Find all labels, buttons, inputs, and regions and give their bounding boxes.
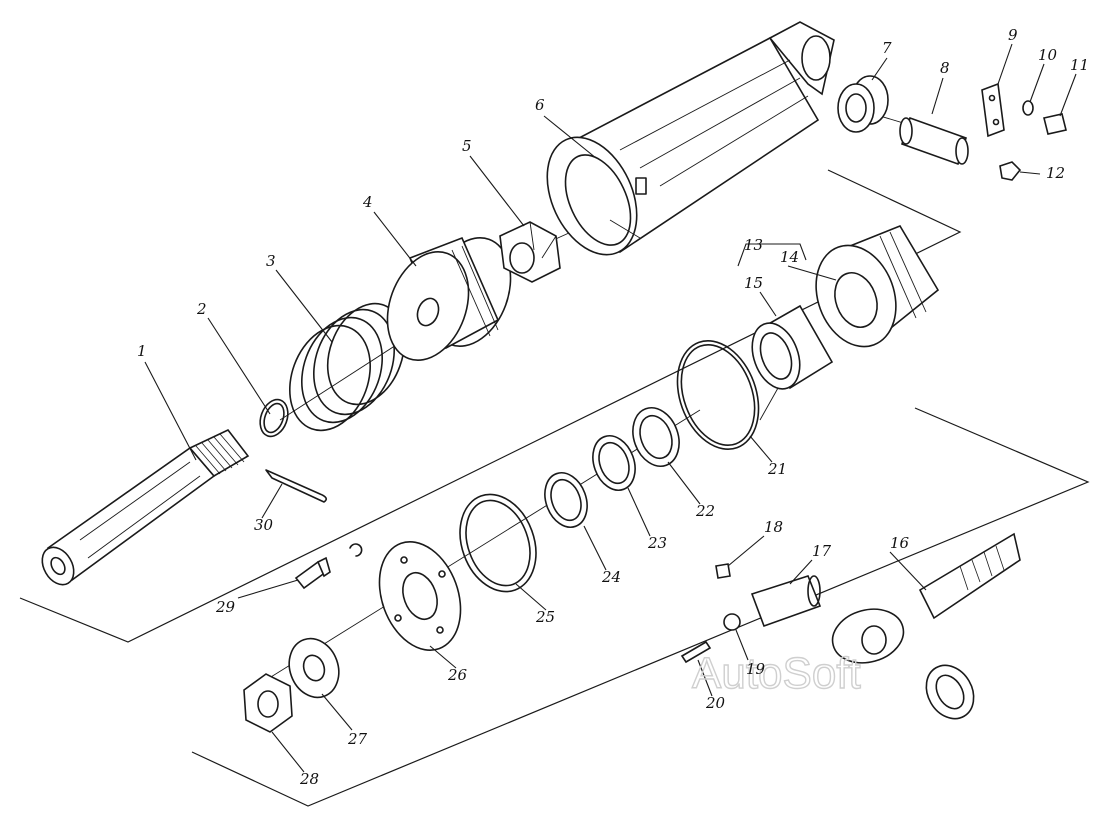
label-30: 30: [254, 516, 274, 534]
label-9: 9: [1008, 26, 1018, 44]
part-number-labels: 1 2 3 4 5 6 7 8 9 10 11 12 13 14 15 16 1…: [137, 26, 1089, 788]
part-11-bolt: [1043, 113, 1067, 135]
label-17: 17: [812, 542, 832, 560]
label-10: 10: [1038, 46, 1058, 64]
part-14-head: [815, 225, 940, 348]
label-8: 8: [940, 59, 950, 77]
part-23-ring: [592, 435, 636, 491]
part-15-bushing: [751, 304, 834, 390]
label-1: 1: [137, 342, 147, 360]
label-15: 15: [744, 274, 763, 292]
label-23: 23: [647, 534, 667, 552]
part-28-nut: [243, 673, 293, 733]
label-11: 11: [1070, 56, 1089, 74]
label-29: 29: [215, 598, 236, 616]
part-6-cylinder: [546, 21, 835, 256]
part-24-ring: [544, 472, 588, 528]
label-19: 19: [746, 660, 766, 678]
label-16: 16: [890, 534, 910, 552]
part-3-spring: [288, 302, 406, 432]
part-8-pin: [899, 116, 969, 166]
label-5: 5: [462, 137, 472, 155]
label-6: 6: [535, 96, 545, 114]
label-7: 7: [882, 39, 892, 57]
part-20-screw: [680, 640, 712, 664]
part-10-washer: [1022, 100, 1034, 116]
label-12: 12: [1046, 164, 1065, 182]
leader-lines: [144, 43, 1077, 773]
part-clip: [349, 543, 363, 557]
label-22: 22: [695, 502, 715, 520]
label-20: 20: [705, 694, 726, 712]
label-18: 18: [764, 518, 783, 536]
part-29-bolt: [294, 556, 331, 590]
part-30-cotter-pin: [265, 469, 328, 503]
label-13: 13: [744, 236, 763, 254]
part-18-grease-fitting: [715, 563, 731, 579]
part-17-pin: [750, 575, 822, 628]
part-25-split-ring: [459, 493, 537, 593]
label-26: 26: [447, 666, 468, 684]
label-4: 4: [362, 193, 373, 211]
label-24: 24: [601, 568, 621, 586]
watermark: AutoSoft: [692, 649, 861, 698]
part-26-flange: [378, 540, 462, 652]
label-14: 14: [780, 248, 799, 266]
assembly-frame: [19, 169, 1090, 807]
part-16-eye-rod: [831, 532, 1021, 664]
part-12-nut: [999, 161, 1022, 181]
label-21: 21: [767, 460, 787, 478]
label-25: 25: [535, 608, 555, 626]
label-2: 2: [196, 300, 207, 318]
part-2-ring: [259, 398, 289, 438]
part-16-nut: [925, 664, 975, 720]
label-27: 27: [347, 730, 368, 748]
label-3: 3: [266, 252, 276, 270]
part-9-plate: [981, 82, 1005, 138]
part-7-bushing: [837, 75, 889, 133]
part-1-rod: [41, 429, 250, 586]
label-28: 28: [299, 770, 319, 788]
part-19-nut: [723, 613, 741, 631]
part-21-ring: [676, 339, 760, 451]
part-22-ring: [632, 407, 680, 467]
part-5-castle-nut: [499, 221, 561, 283]
part-4-piston: [386, 236, 512, 362]
